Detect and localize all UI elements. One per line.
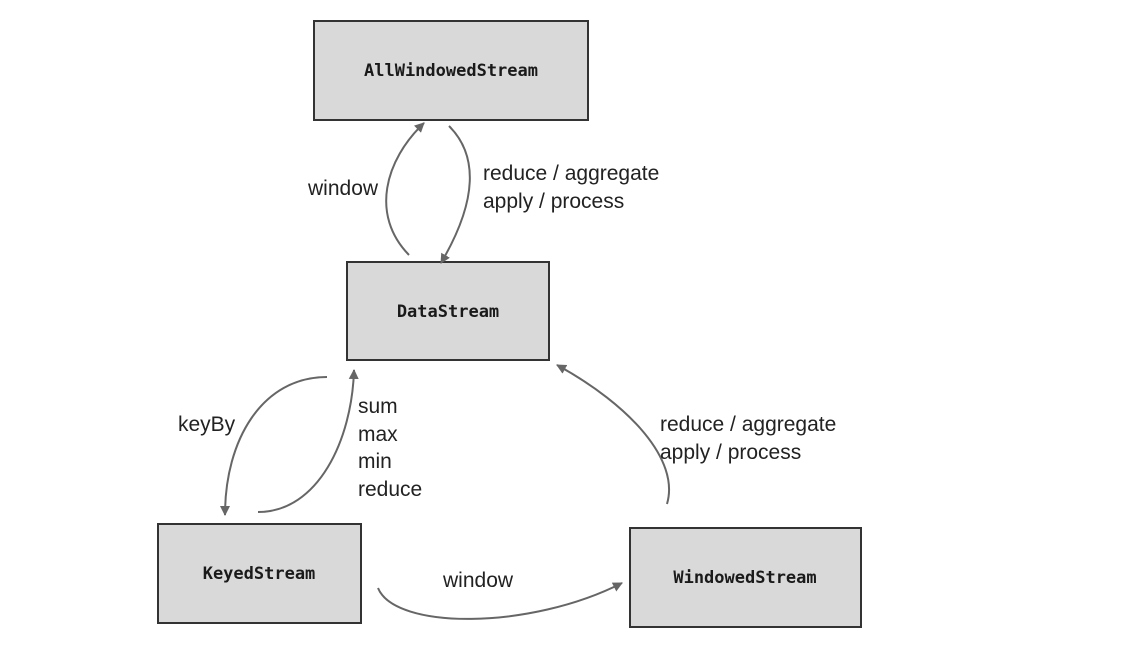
edge-datastream-to-allwindowed	[385, 122, 425, 256]
node-windowedstream: WindowedStream	[629, 527, 862, 628]
node-keyedstream-box	[157, 523, 362, 624]
node-keyedstream: KeyedStream	[157, 523, 362, 624]
node-allwindowedstream: AllWindowedStream	[313, 20, 589, 121]
edge-keyed-to-datastream	[257, 369, 359, 513]
edge-label-bottom-right-line-1: reduce / aggregate	[660, 413, 836, 436]
node-windowedstream-label: WindowedStream	[673, 568, 816, 588]
edge-label-top-right-line-2: apply / process	[483, 190, 624, 213]
edge-label-top-right-line-1: reduce / aggregate	[483, 162, 659, 185]
edge-label-window-bottom: window	[442, 569, 514, 592]
node-keyedstream-label: KeyedStream	[203, 564, 316, 584]
node-datastream: DataStream	[346, 261, 550, 361]
node-windowedstream-box	[629, 527, 862, 628]
node-datastream-label: DataStream	[397, 302, 499, 322]
edge-allwindowed-to-datastream	[440, 125, 471, 264]
edge-windowed-to-datastream	[556, 364, 670, 505]
edge-label-sum: sum	[358, 395, 398, 418]
edge-label-window-top: window	[307, 177, 379, 200]
node-datastream-box	[346, 261, 550, 361]
edge-label-max: max	[358, 423, 398, 446]
edge-keyed-to-windowed	[377, 582, 623, 620]
edge-label-reduce: reduce	[358, 478, 422, 501]
edge-label-bottom-right-line-2: apply / process	[660, 441, 801, 464]
edge-datastream-to-keyed	[220, 376, 328, 516]
node-allwindowedstream-label: AllWindowedStream	[364, 61, 538, 81]
edge-label-min: min	[358, 450, 392, 473]
node-allwindowedstream-box	[313, 20, 589, 121]
edge-label-keyby: keyBy	[178, 413, 236, 436]
